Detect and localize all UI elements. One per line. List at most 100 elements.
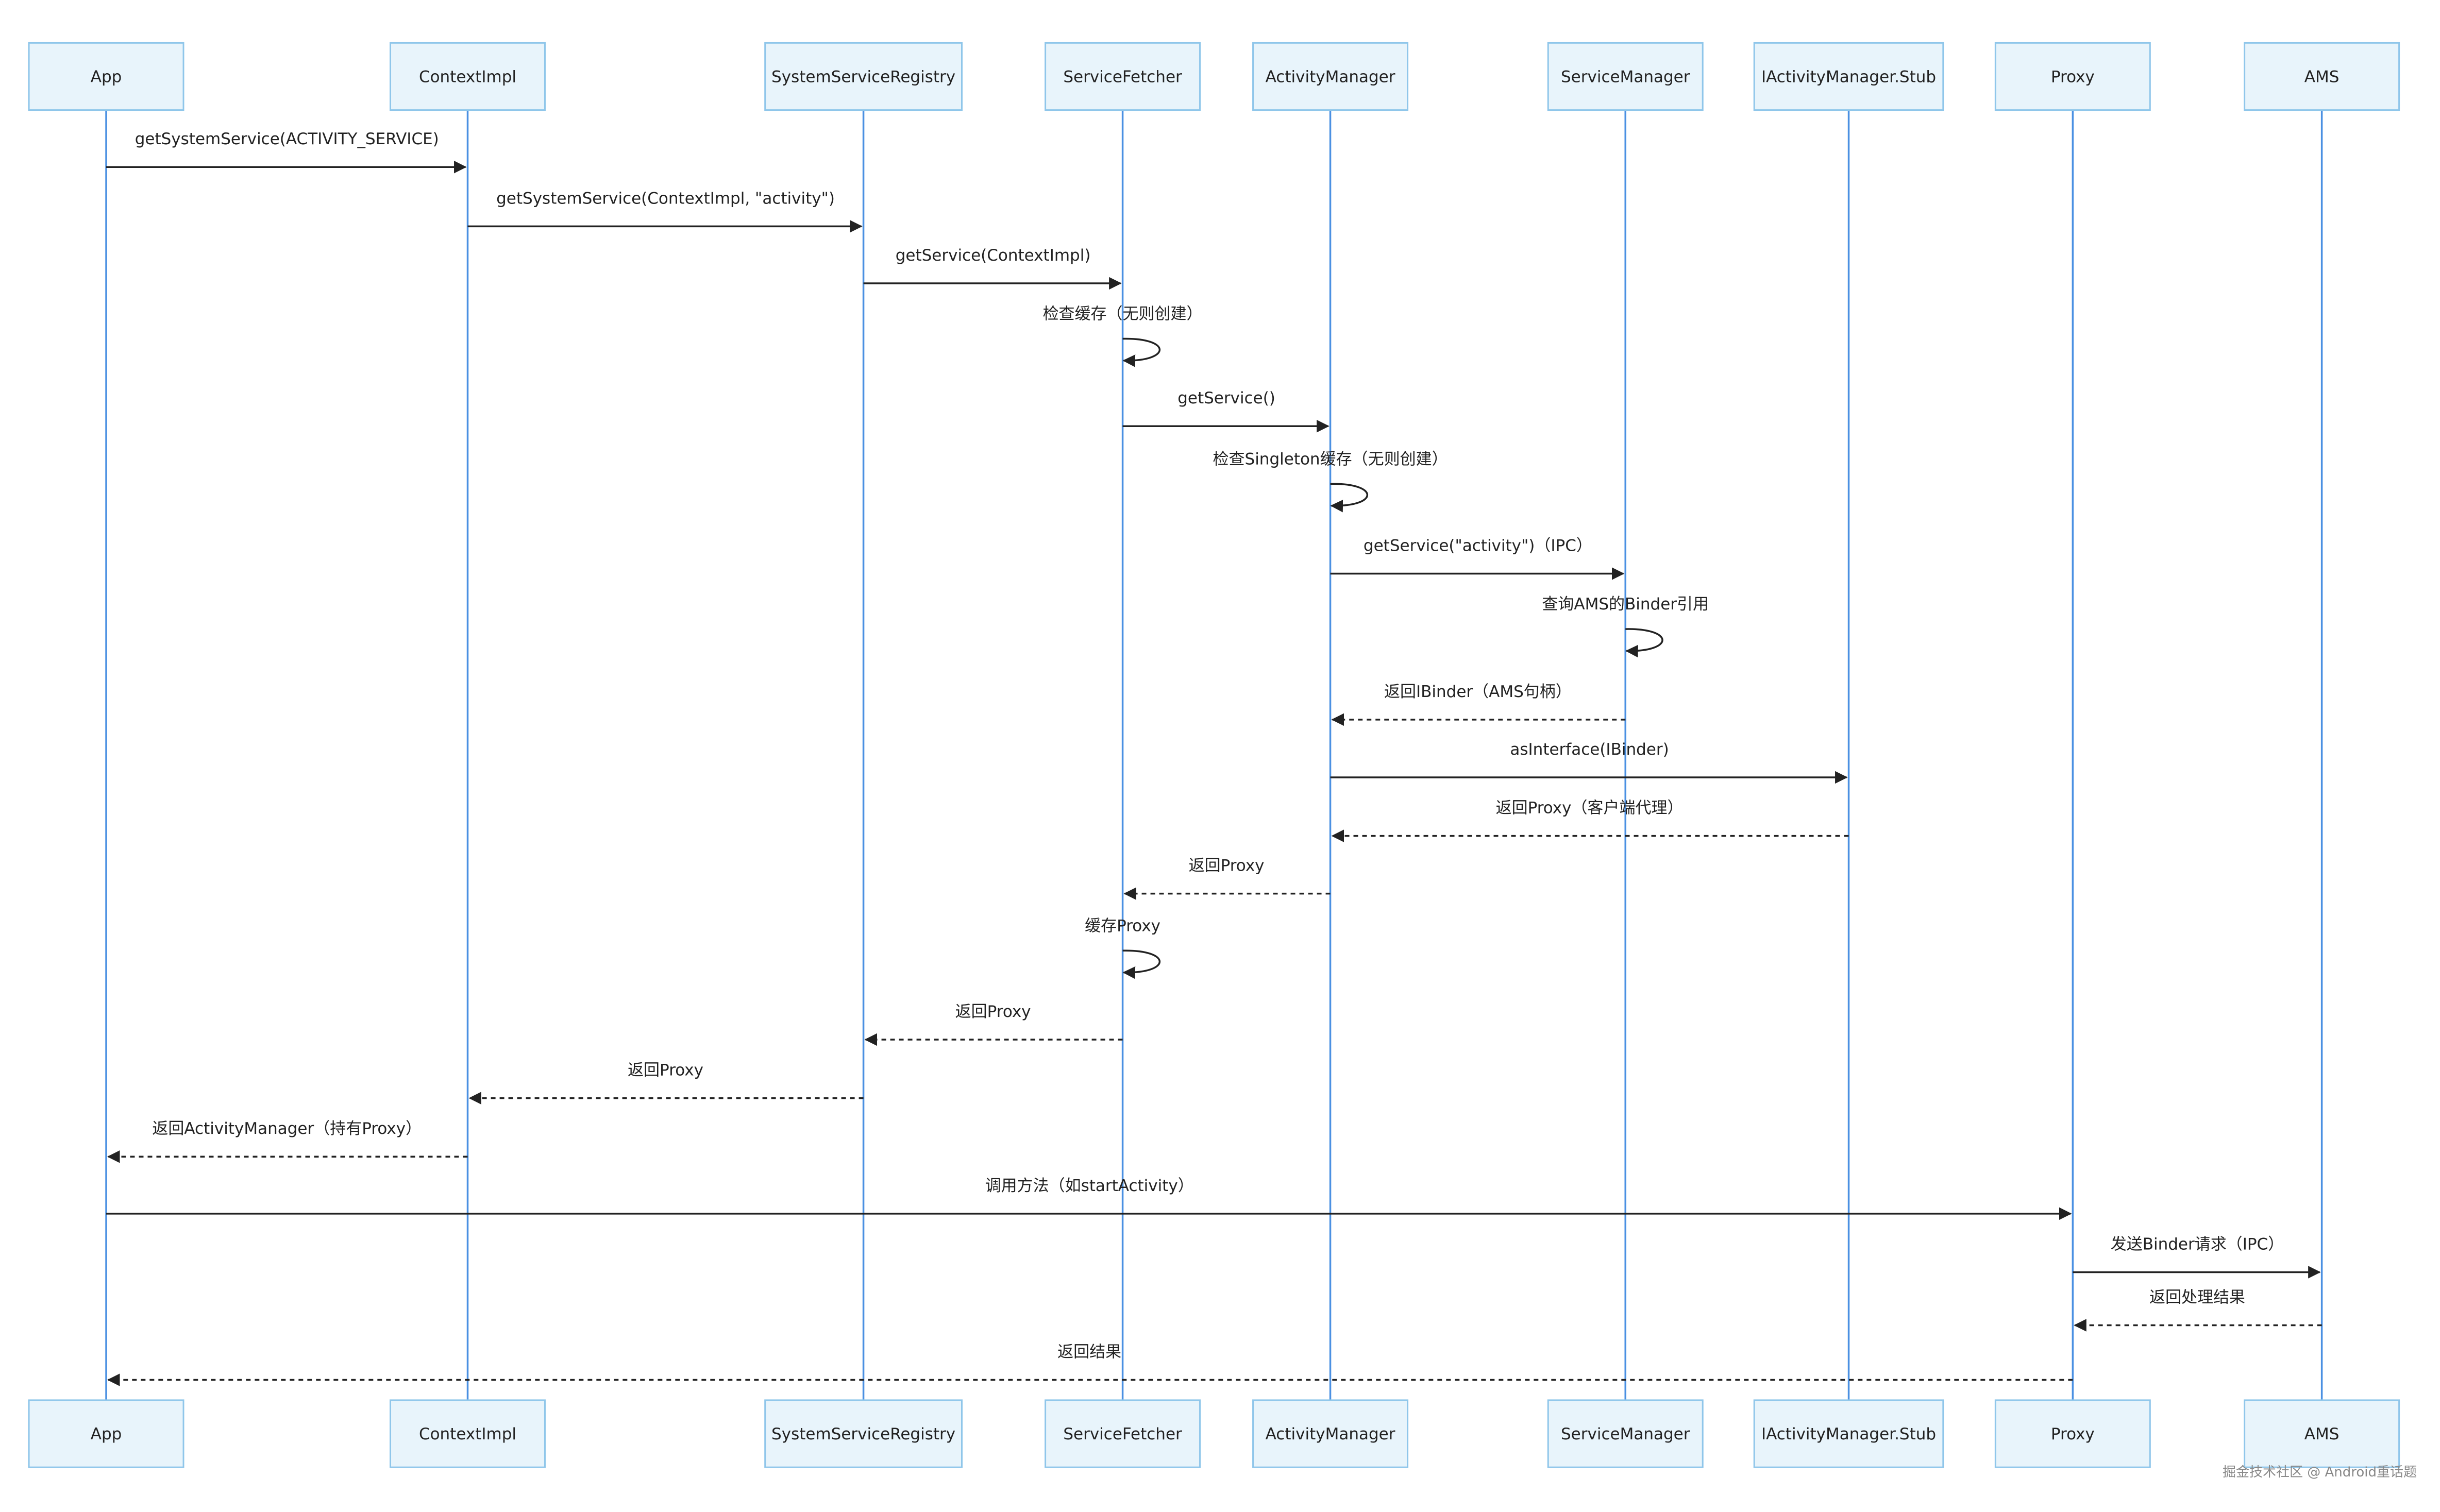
message-label: 返回处理结果 <box>2149 1288 2245 1306</box>
message: 缓存Proxy <box>1085 916 1161 979</box>
message: 调用方法（如startActivity） <box>106 1177 2072 1220</box>
message-label: getService() <box>1177 389 1275 407</box>
message: getService() <box>1122 389 1330 433</box>
message: 检查Singleton缓存（无则创建） <box>1213 450 1448 513</box>
participant-ams-bottom: AMS <box>2244 1399 2400 1468</box>
message: 检查缓存（无则创建） <box>1043 305 1203 367</box>
message-label: 发送Binder请求（IPC） <box>2111 1235 2284 1253</box>
participant-label: SystemServiceRegistry <box>771 67 955 86</box>
message-label: getService(ContextImpl) <box>896 246 1091 265</box>
message: 返回IBinder（AMS句柄） <box>1331 683 1626 726</box>
participant-label: SystemServiceRegistry <box>771 1425 955 1443</box>
message: getSystemService(ACTIVITY_SERVICE) <box>106 130 467 174</box>
participant-label: Proxy <box>2051 1425 2095 1443</box>
self-message-arrow <box>1625 628 1663 658</box>
message-label: 调用方法（如startActivity） <box>985 1177 1194 1195</box>
participant-fetcher-bottom: ServiceFetcher <box>1045 1399 1201 1468</box>
participant-label: ServiceManager <box>1561 1425 1690 1443</box>
participant-box <box>1753 42 1944 111</box>
message: 发送Binder请求（IPC） <box>2073 1235 2321 1279</box>
participant-box <box>1045 42 1201 111</box>
message-label: 返回Proxy <box>1189 857 1265 875</box>
self-message-arrow <box>1122 949 1161 979</box>
message-label: 返回结果 <box>1057 1343 1121 1362</box>
message-label: 返回Proxy <box>955 1003 1031 1021</box>
participant-box <box>1252 42 1409 111</box>
message-label: asInterface(IBinder) <box>1510 740 1669 759</box>
participant-servicemanager-top: ServiceManager <box>1547 42 1704 111</box>
message-label: 返回IBinder（AMS句柄） <box>1384 683 1572 701</box>
message: 返回Proxy <box>864 1003 1123 1046</box>
message: 返回处理结果 <box>2074 1288 2322 1332</box>
watermark-text: 掘金技术社区 @ Android重话题 <box>2223 1465 2417 1480</box>
participant-box <box>1547 1399 1704 1468</box>
participant-label: AMS <box>2304 67 2340 86</box>
self-message-arrow <box>1122 337 1161 367</box>
participant-box <box>764 42 963 111</box>
participant-box <box>390 42 546 111</box>
participant-label: App <box>91 67 122 86</box>
message: asInterface(IBinder) <box>1330 740 1848 784</box>
message-label: getSystemService(ContextImpl, "activity"… <box>496 189 835 208</box>
participant-box <box>2244 42 2400 111</box>
message: 返回Proxy（客户端代理） <box>1331 799 1849 842</box>
participant-box <box>1994 42 2151 111</box>
message: getService(ContextImpl) <box>863 246 1122 290</box>
participant-proxy-bottom: Proxy <box>1994 1399 2151 1468</box>
message-label: 检查缓存（无则创建） <box>1043 305 1203 324</box>
participant-label: IActivityManager.Stub <box>1761 67 1936 86</box>
participant-label: ActivityManager <box>1266 67 1395 86</box>
message-label: getService("activity")（IPC） <box>1364 537 1592 555</box>
participant-registry-top: SystemServiceRegistry <box>764 42 963 111</box>
participant-activitymanager-top: ActivityManager <box>1252 42 1409 111</box>
participant-label: ContextImpl <box>419 67 516 86</box>
message: getService("activity")（IPC） <box>1330 537 1625 580</box>
lifelines <box>105 110 2323 1400</box>
participant-ams-top: AMS <box>2244 42 2400 111</box>
message-label: 检查Singleton缓存（无则创建） <box>1213 450 1448 468</box>
participants: AppAppContextImplContextImplSystemServic… <box>28 42 2400 1468</box>
participant-contextimpl-top: ContextImpl <box>390 42 546 111</box>
message-label: getSystemService(ACTIVITY_SERVICE) <box>135 130 439 148</box>
participant-activitymanager-bottom: ActivityManager <box>1252 1399 1409 1468</box>
participant-box <box>1547 42 1704 111</box>
participant-label: ServiceFetcher <box>1063 1425 1182 1443</box>
participant-label: ServiceFetcher <box>1063 67 1182 86</box>
participant-box <box>1753 1399 1944 1468</box>
self-message-arrow <box>1330 483 1369 513</box>
participant-box <box>1045 1399 1201 1468</box>
participant-box <box>28 1399 184 1468</box>
participant-label: ServiceManager <box>1561 67 1690 86</box>
message-label: 返回ActivityManager（持有Proxy） <box>152 1119 422 1138</box>
participant-box <box>1994 1399 2151 1468</box>
messages: getSystemService(ACTIVITY_SERVICE) getSys… <box>106 130 2322 1386</box>
participant-registry-bottom: SystemServiceRegistry <box>764 1399 963 1468</box>
message: 返回结果 <box>107 1343 2073 1386</box>
participant-label: Proxy <box>2051 67 2095 86</box>
participant-contextimpl-bottom: ContextImpl <box>390 1399 546 1468</box>
participant-label: AMS <box>2304 1425 2340 1443</box>
participant-box <box>764 1399 963 1468</box>
participant-box <box>2244 1399 2400 1468</box>
message-label: 缓存Proxy <box>1085 916 1160 935</box>
participant-proxy-top: Proxy <box>1994 42 2151 111</box>
message: 返回Proxy <box>468 1061 864 1105</box>
message-label: 返回Proxy <box>628 1061 703 1080</box>
participant-label: App <box>91 1425 122 1443</box>
message: 查询AMS的Binder引用 <box>1542 595 1709 658</box>
participant-fetcher-top: ServiceFetcher <box>1045 42 1201 111</box>
participant-label: IActivityManager.Stub <box>1761 1425 1936 1443</box>
participant-stub-top: IActivityManager.Stub <box>1753 42 1944 111</box>
message-label: 返回Proxy（客户端代理） <box>1496 799 1684 818</box>
participant-box <box>1252 1399 1409 1468</box>
participant-box <box>390 1399 546 1468</box>
participant-app-top: App <box>28 42 184 111</box>
participant-box <box>28 42 184 111</box>
participant-servicemanager-bottom: ServiceManager <box>1547 1399 1704 1468</box>
message: getSystemService(ContextImpl, "activity"… <box>467 189 863 233</box>
participant-label: ActivityManager <box>1266 1425 1395 1443</box>
message: 返回ActivityManager（持有Proxy） <box>107 1119 468 1163</box>
message-label: 查询AMS的Binder引用 <box>1542 595 1709 614</box>
participant-stub-bottom: IActivityManager.Stub <box>1753 1399 1944 1468</box>
